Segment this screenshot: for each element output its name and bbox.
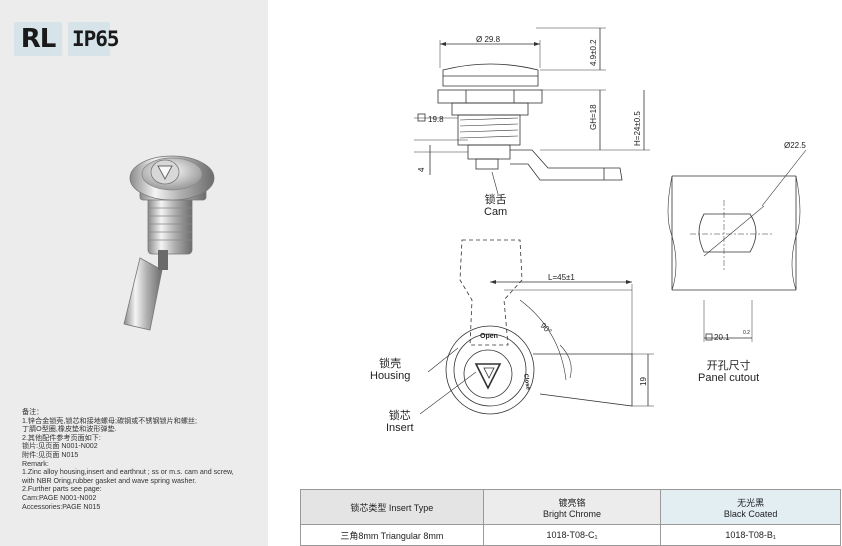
- dim-diameter-29-8: Ø 29.8: [476, 35, 501, 44]
- open-marking: Open: [480, 333, 498, 340]
- note-line: 2.Further parts see page:: [22, 485, 102, 494]
- dim-diameter-22-5: Ø22.5: [784, 141, 806, 150]
- table-header-row: 锁芯类型 Insert Type 镀亮铬 Bright Chrome 无光黑 B…: [300, 489, 841, 525]
- ip-rating-badge: IP65: [68, 22, 120, 56]
- dim-h-24: H=24±0.5: [633, 111, 642, 146]
- dim-square-19-8: 19.8: [428, 115, 444, 124]
- note-line: Remark:: [22, 459, 49, 468]
- product-panel: RL IP65: [0, 0, 268, 546]
- cam-label: 锁舌 Cam: [484, 194, 508, 218]
- panel-cutout-view: [667, 149, 807, 342]
- spec-table: 锁芯类型 Insert Type 镀亮铬 Bright Chrome 无光黑 B…: [300, 489, 841, 546]
- note-line: with NBR Oring,rubber gasket and wave sp…: [22, 476, 197, 485]
- dim-length-45: L=45±1: [548, 273, 575, 282]
- side-view: [414, 27, 650, 195]
- header-black-coated: 无光黑 Black Coated: [660, 489, 841, 525]
- dim-angle-90: 90°: [539, 321, 554, 336]
- badges: RL IP65: [14, 22, 120, 56]
- note-line: 备注：: [22, 408, 44, 416]
- note-line: 附件:见页面 N015: [22, 450, 79, 459]
- dim-panel-20-1: 20.1: [714, 333, 730, 342]
- series-badge: RL: [14, 22, 62, 56]
- remarks: 备注： 1.锌合金锁壳,锁芯和接地螺母;碳钢或不锈钢锁片和螺丝; 丁腈O型圈,橡…: [22, 408, 266, 511]
- header-bright-chrome: 镀亮铬 Bright Chrome: [482, 489, 662, 525]
- dim-4: 4: [417, 167, 426, 172]
- note-line: 1.锌合金锁壳,锁芯和接地螺母;碳钢或不锈钢锁片和螺丝;: [22, 416, 197, 425]
- dim-19: 19: [639, 377, 648, 386]
- note-line: 锁片:见页面 N001-N002: [22, 442, 98, 451]
- dim-4-9: 4.9±0.2: [589, 39, 598, 66]
- cell-chrome-code: 1018-T08-C₁: [482, 524, 662, 546]
- dim-gh-18: GH=18: [589, 104, 598, 130]
- note-line: Accessories:PAGE N015: [22, 502, 101, 511]
- header-insert-type: 锁芯类型 Insert Type: [300, 489, 484, 525]
- dim-panel-tolerance: 0.2: [743, 330, 750, 336]
- cell-black-code: 1018-T08-B₁: [660, 524, 841, 546]
- cell-insert-type: 三角8mm Triangular 8mm: [300, 524, 484, 546]
- insert-label: 锁芯 Insert: [386, 410, 414, 434]
- note-line: 2.其他配件参考页面如下:: [22, 433, 101, 442]
- panel-cutout-label: 开孔尺寸 Panel cutout: [698, 360, 760, 384]
- note-line: 1.Zinc alloy housing,insert and earthnut…: [22, 468, 234, 477]
- note-line: 丁腈O型圈,橡皮垫和波形弹垫.: [22, 425, 117, 434]
- table-row: 三角8mm Triangular 8mm 1018-T08-C₁ 1018-T0…: [300, 524, 841, 546]
- housing-label: 锁壳 Housing: [370, 358, 411, 382]
- front-view: [419, 239, 654, 415]
- product-photo: [123, 155, 215, 331]
- note-line: Cam:PAGE N001-N002: [22, 493, 97, 502]
- close-marking: Close: [522, 373, 531, 391]
- technical-drawing: Ø 29.8 4.9±0.2 GH=18 H=24±0.5 19.8 4 Ø22…: [414, 27, 807, 415]
